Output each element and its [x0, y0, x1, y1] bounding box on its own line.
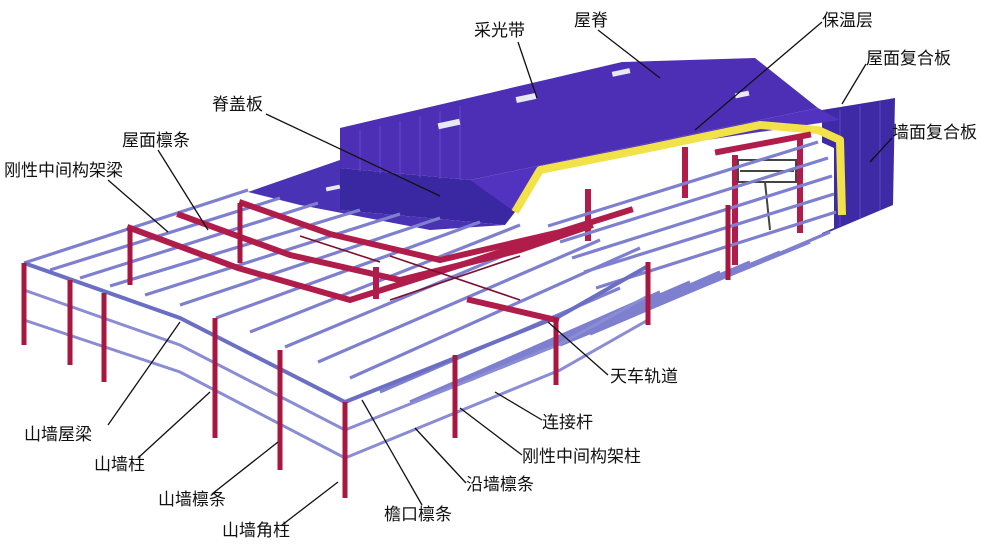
columns	[21, 203, 731, 498]
open-frame	[21, 140, 837, 498]
label-gable-corner-column: 山墙角柱	[222, 521, 290, 541]
label-gable-girt: 山墙檩条	[158, 490, 226, 510]
label-wall-panel: 墙面复合板	[892, 123, 977, 143]
label-ridge: 屋脊	[574, 11, 608, 31]
roof-panel-front	[440, 108, 840, 212]
labels: 采光带 屋脊 保温层 屋面复合板 脊盖板 屋面檩条 刚性中间构架梁 墙面复合板 …	[4, 11, 977, 541]
label-crane-rail: 天车轨道	[610, 367, 678, 387]
label-tie-rod: 连接杆	[542, 413, 593, 433]
label-rigid-mid-beam: 刚性中间构架梁	[4, 161, 123, 181]
insulation-layer	[511, 121, 846, 216]
label-gable-column: 山墙柱	[94, 455, 145, 475]
rigid-frames	[126, 199, 634, 324]
label-eave-wall-girt: 沿墙檩条	[466, 475, 534, 495]
roof-panel-back	[340, 58, 818, 180]
bracing	[299, 235, 521, 301]
gable-wall-clad	[340, 168, 515, 225]
label-insulation: 保温层	[822, 11, 873, 31]
label-roof-purlin: 屋面檩条	[122, 131, 190, 151]
roof-corrugation	[359, 102, 881, 226]
label-ridge-cap: 脊盖板	[212, 95, 263, 115]
label-roof-panel: 屋面复合板	[866, 49, 951, 69]
label-eave-purlin: 檐口檩条	[384, 505, 452, 525]
low-roof-panel	[248, 160, 505, 230]
label-skylight: 采光带	[474, 21, 525, 41]
label-gable-beam: 山墙屋梁	[24, 425, 92, 445]
leader-lines	[107, 21, 893, 526]
label-rigid-mid-column: 刚性中间构架柱	[522, 447, 641, 467]
skylight-strip	[325, 68, 750, 192]
